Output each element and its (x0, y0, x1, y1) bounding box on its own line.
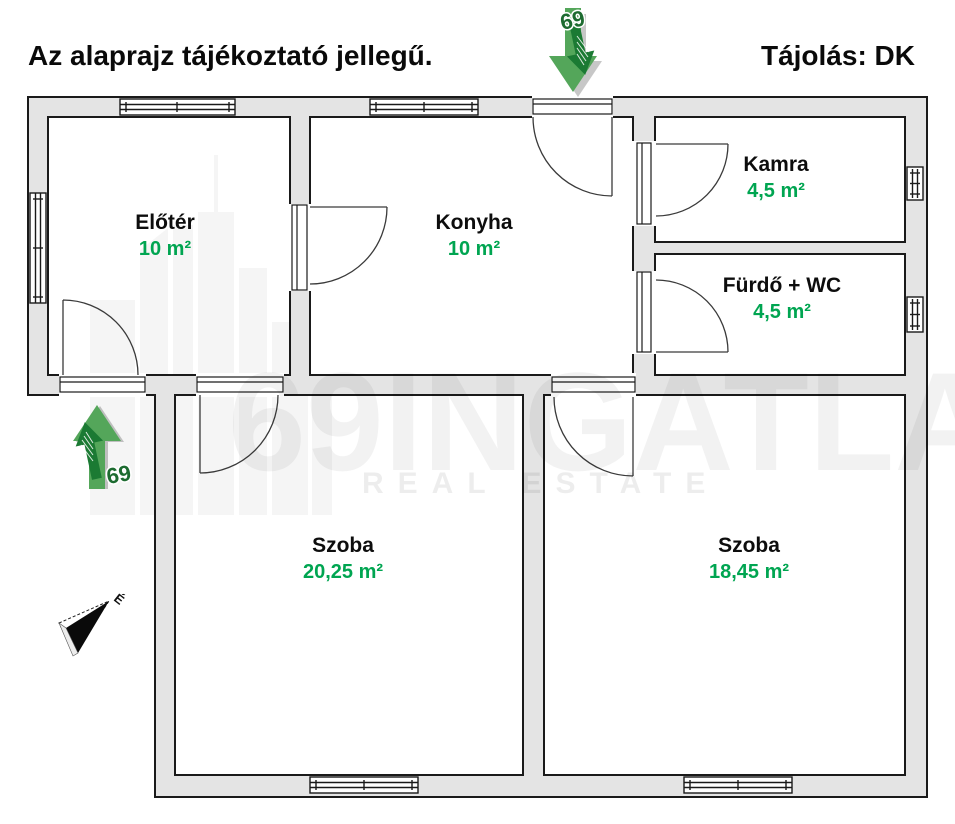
entrance-arrow-top-icon (549, 8, 602, 97)
windows (29, 98, 924, 794)
compass-north-label: É (111, 591, 127, 608)
door-entrance (62, 299, 139, 376)
room-area: 10 m² (447, 238, 501, 260)
door-eloter-szoba (199, 394, 279, 474)
entrance-arrow-top-label: 69 (558, 5, 587, 35)
entrance-arrow-bottom-icon (73, 405, 124, 489)
room-name: Előtér (135, 211, 195, 234)
door-konyha-entrance (532, 116, 613, 197)
window-icon (369, 98, 479, 116)
door-swings (62, 116, 729, 477)
room-name: Szoba (718, 534, 780, 557)
room-label-szoba-right: Szoba 18,45 m² (709, 534, 789, 584)
room-area: 20,25 m² (302, 561, 384, 583)
window-icon (119, 98, 236, 116)
window-icon (906, 296, 924, 333)
door-frames (59, 98, 652, 393)
room-label-konyha: Konyha 10 m² (435, 211, 512, 261)
room-area: 10 m² (138, 238, 192, 260)
room-name: Fürdő + WC (722, 274, 842, 297)
room-name: Kamra (743, 153, 809, 176)
north-compass-icon: É (58, 591, 127, 657)
room-label-eloter: Előtér 10 m² (135, 211, 195, 261)
room-area: 4,5 m² (747, 180, 805, 202)
window-icon (309, 776, 419, 794)
room-area: 4,5 m² (753, 301, 811, 323)
orientation-label: Tájolás: DK (760, 40, 915, 71)
disclaimer-text: Az alaprajz tájékoztató jellegű. (28, 40, 433, 71)
door-kamra (655, 143, 729, 217)
entrance-arrow-bottom-label: 69 (105, 460, 133, 489)
window-icon (683, 776, 793, 794)
door-furdo (655, 279, 729, 353)
room-label-kamra: Kamra 4,5 m² (743, 153, 808, 203)
window-icon (906, 166, 924, 201)
room-label-furdo-wc: Fürdő + WC 4,5 m² (723, 274, 841, 324)
room-label-szoba-left: Szoba 20,25 m² (303, 534, 383, 584)
room-name: Szoba (312, 534, 374, 557)
room-area: 18,45 m² (708, 561, 790, 583)
door-konyha-szoba (553, 396, 634, 477)
room-name: Konyha (435, 211, 513, 234)
window-icon (29, 192, 47, 304)
door-eloter-konyha (309, 206, 388, 285)
